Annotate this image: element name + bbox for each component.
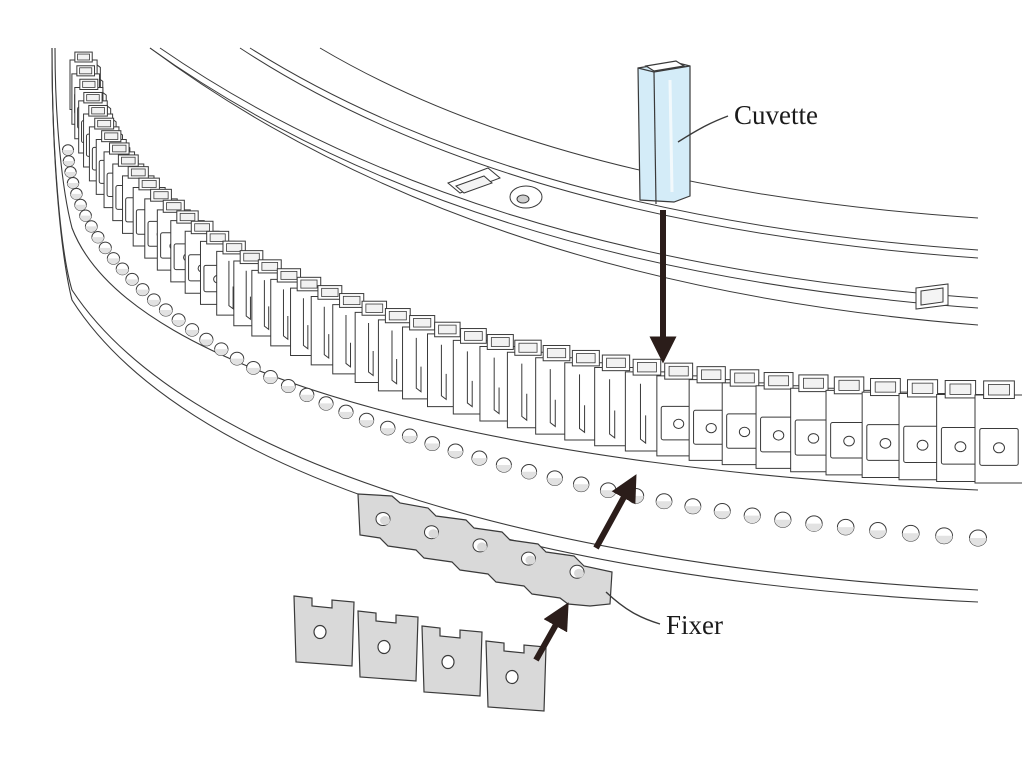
rim-hole: [185, 323, 200, 337]
rim-hole: [338, 404, 354, 420]
rim-hole: [70, 187, 83, 200]
screw-hole: [509, 185, 543, 209]
rim-hole: [263, 370, 278, 385]
rim-hole: [106, 252, 121, 265]
cuvette-label: Cuvette: [734, 100, 818, 130]
loose-clip: [485, 640, 547, 712]
fixer-hole: [521, 551, 536, 566]
cuvette-holder: [861, 377, 915, 478]
rim-hole: [836, 518, 855, 536]
fixer-label: Fixer: [666, 610, 723, 640]
rim-hole: [599, 482, 617, 499]
top-slot-right-inner: [920, 287, 944, 306]
rim-hole: [805, 515, 823, 532]
rim-hole: [84, 220, 98, 233]
rim-hole: [743, 507, 761, 524]
leader-lines: [605, 115, 729, 625]
rim-hole: [66, 177, 80, 189]
cuvette-holder: [790, 374, 843, 473]
rim-hole: [935, 527, 954, 545]
rim-hole: [64, 166, 77, 178]
rim-hole: [655, 493, 673, 510]
rim-hole: [447, 443, 464, 459]
rim-hole: [229, 351, 245, 366]
rim-hole: [246, 360, 261, 375]
rim-hole: [318, 396, 334, 411]
rim-hole: [358, 412, 375, 428]
rim-hole: [135, 283, 150, 297]
rim-hole: [380, 420, 396, 436]
rim-hole: [401, 428, 418, 444]
rim-hole: [299, 387, 315, 402]
arrow-clip-insert: [533, 602, 569, 662]
rim-hole: [684, 498, 702, 515]
fixer-hole: [375, 512, 391, 526]
rim-hole: [774, 511, 792, 528]
rotor-outer-rim: [51, 47, 979, 603]
rim-hole: [901, 524, 920, 542]
cuvette: [637, 60, 691, 205]
rim-hole: [471, 450, 488, 466]
rim-hole: [546, 470, 563, 486]
cuvette-leader-line: [677, 115, 729, 143]
cuvette-holder: [974, 380, 1022, 484]
rim-hole: [91, 230, 105, 244]
rim-hole: [424, 436, 441, 451]
loose-clip: [293, 595, 355, 667]
arrow-fixer-insert: [593, 474, 637, 550]
rim-hole: [79, 209, 92, 222]
rim-hole: [214, 342, 229, 356]
rim-hole: [520, 464, 538, 480]
rotor-top-surface: [149, 47, 979, 326]
rim-hole: [280, 378, 296, 394]
fixer-hole: [424, 525, 439, 540]
rim-hole: [62, 155, 75, 167]
rim-hole: [572, 476, 590, 493]
rim-hole: [74, 198, 87, 211]
rim-hole: [125, 272, 139, 286]
fixer-hole: [472, 538, 488, 553]
rim-hole: [147, 293, 161, 307]
fixer-plate: [357, 493, 613, 607]
loose-clip: [421, 625, 483, 697]
rim-hole: [199, 332, 214, 347]
rim-hole: [713, 503, 731, 520]
cuvette-holder: [898, 379, 953, 481]
fixer-leader-line: [605, 591, 661, 625]
rim-hole: [62, 144, 74, 156]
fixer-hole: [569, 564, 585, 579]
rim-hole: [171, 313, 186, 327]
rim-hole: [98, 241, 112, 255]
rotor-top-slots: [447, 167, 949, 310]
arrows: [533, 210, 677, 662]
rim-hole: [969, 529, 987, 547]
loose-clip: [357, 610, 419, 682]
rim-hole: [869, 522, 887, 539]
cuvette-holders: [69, 51, 1022, 484]
rim-hole: [115, 262, 130, 276]
fixer-holes: [375, 512, 585, 579]
rim-holes: [62, 144, 987, 547]
cuvette-holder: [825, 376, 879, 476]
top-slot-left-inner: [455, 175, 493, 194]
loose-clips: [293, 595, 547, 712]
rim-hole: [495, 457, 512, 473]
rim-hole: [158, 303, 173, 317]
